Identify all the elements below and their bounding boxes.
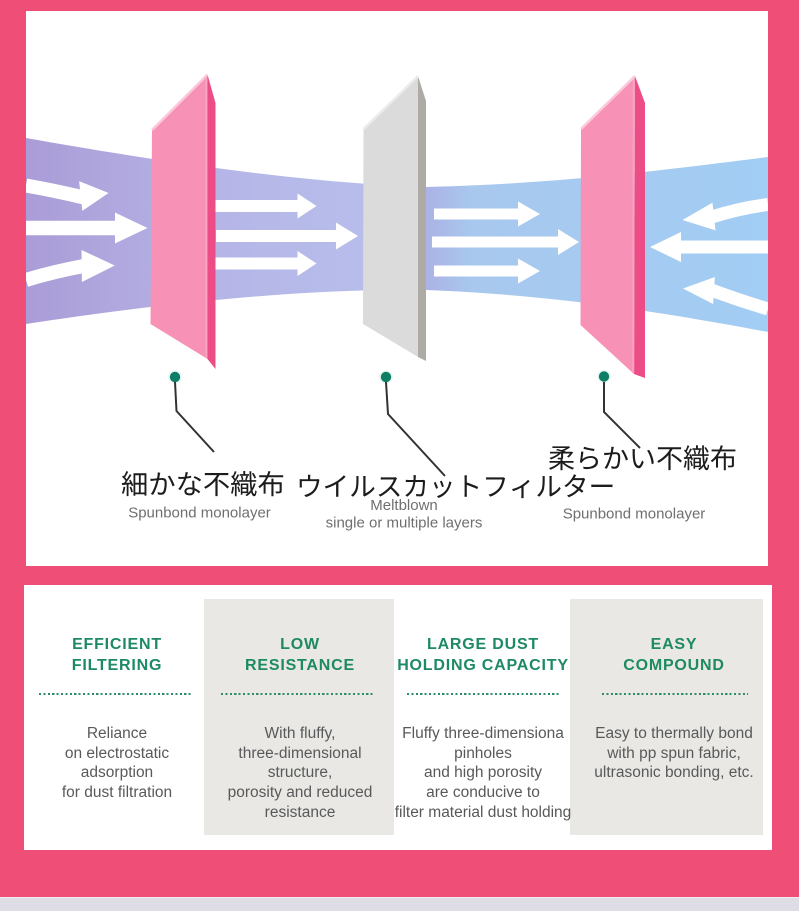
svg-text:single or multiple layers: single or multiple layers bbox=[326, 515, 483, 532]
svg-text:Spunbond monolayer: Spunbond monolayer bbox=[128, 505, 271, 522]
svg-text:Spunbond monolayer: Spunbond monolayer bbox=[563, 506, 706, 523]
svg-text:Meltblown: Meltblown bbox=[370, 497, 438, 514]
